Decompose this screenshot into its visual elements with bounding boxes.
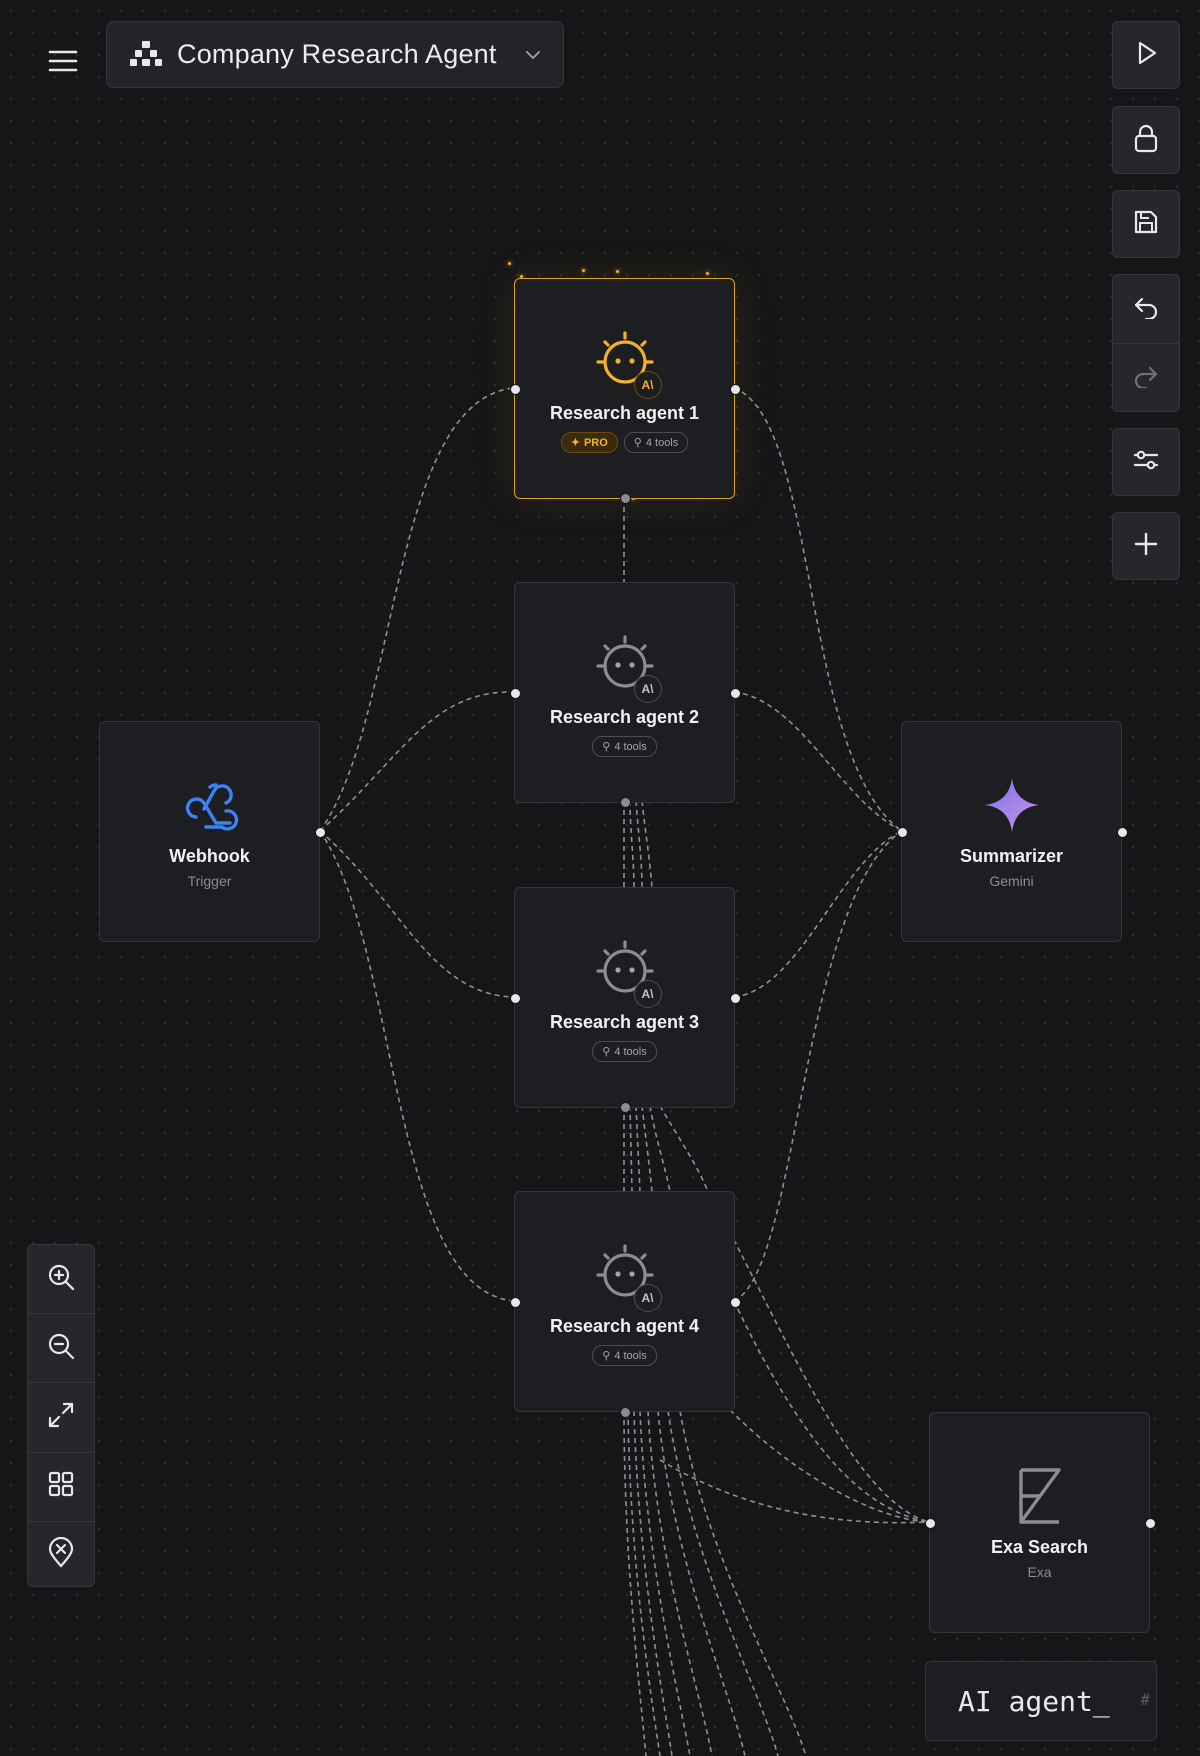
node-summarizer[interactable]: Summarizer Gemini: [901, 721, 1122, 942]
wrench-icon: ⚲: [602, 1046, 611, 1058]
grid-icon: [46, 1469, 76, 1504]
expand-icon: [46, 1400, 76, 1435]
plus-icon: [1133, 531, 1159, 562]
edge-webhook-agent1: [319, 387, 515, 832]
gemini-icon: [979, 772, 1045, 838]
port[interactable]: [510, 993, 521, 1004]
node-sublabel: Gemini: [989, 873, 1034, 889]
port[interactable]: [730, 384, 741, 395]
edge-agent4-summarizer: [733, 830, 903, 1302]
tools-badge: ⚲4 tools: [623, 432, 689, 453]
sparkle-icon: ✦: [570, 437, 580, 449]
redo-button[interactable]: [1113, 343, 1179, 412]
edge-agent3-summarizer: [733, 830, 903, 998]
play-icon: [1132, 39, 1160, 72]
port[interactable]: [620, 493, 631, 504]
node-exa-search[interactable]: Exa Search Exa: [929, 1412, 1150, 1633]
port[interactable]: [730, 1297, 741, 1308]
node-label: Webhook: [169, 846, 250, 866]
port[interactable]: [1145, 1518, 1156, 1529]
port[interactable]: [620, 1102, 631, 1113]
pro-badge: ✦PRO: [560, 432, 618, 453]
history-controls: [1112, 274, 1180, 412]
port[interactable]: [730, 688, 741, 699]
lock-button[interactable]: [1112, 106, 1180, 174]
undo-button[interactable]: [1113, 275, 1179, 343]
ai-agent-chip[interactable]: AI agent_ #: [925, 1661, 1157, 1741]
wrench-icon: ⚲: [602, 1350, 611, 1362]
exa-logo-icon: [1007, 1463, 1073, 1529]
node-label: Research agent 4: [549, 1316, 700, 1336]
add-node-button[interactable]: [1112, 512, 1180, 580]
node-research-agent-1[interactable]: A\ Research agent 1 ✦PRO ⚲4 tools: [514, 278, 735, 499]
node-research-agent-3[interactable]: A\ Research agent 3 ⚲4 tools: [514, 887, 735, 1108]
port[interactable]: [510, 384, 521, 395]
auto-layout-button[interactable]: [28, 1451, 94, 1521]
workflow-title: Company Research Agent: [177, 39, 497, 69]
node-label: Research agent 2: [549, 707, 700, 727]
node-research-agent-4[interactable]: A\ Research agent 4 ⚲4 tools: [514, 1191, 735, 1412]
node-sublabel: Trigger: [187, 873, 232, 889]
node-research-agent-2[interactable]: A\ Research agent 2 ⚲4 tools: [514, 582, 735, 803]
wrench-icon: ⚲: [602, 741, 611, 753]
port[interactable]: [730, 993, 741, 1004]
zoom-controls: [27, 1244, 95, 1587]
anthropic-badge: A\: [633, 675, 662, 703]
edge-webhook-agent2: [319, 691, 515, 832]
port[interactable]: [620, 1407, 631, 1418]
tools-badge: ⚲4 tools: [592, 736, 657, 757]
ai-agent-text: AI agent_: [958, 1684, 1110, 1718]
node-label: Exa Search: [990, 1537, 1089, 1557]
edge-webhook-agent4: [319, 830, 515, 1302]
port[interactable]: [510, 688, 521, 699]
save-button[interactable]: [1112, 190, 1180, 258]
robot-icon: A\: [592, 938, 662, 1008]
node-label: Research agent 1: [549, 403, 700, 423]
port[interactable]: [510, 1297, 521, 1308]
run-button[interactable]: [1112, 21, 1180, 89]
robot-icon: A\: [592, 329, 662, 399]
node-sublabel: Exa: [1027, 1564, 1052, 1580]
zoom-in-button[interactable]: [28, 1245, 94, 1313]
edge-agent1-summarizer: [733, 387, 903, 832]
sliders-icon: [1132, 447, 1160, 478]
zoom-in-icon: [46, 1262, 76, 1297]
undo-icon: [1132, 295, 1160, 324]
tools-badge: ⚲4 tools: [592, 1345, 657, 1366]
node-label: Research agent 3: [549, 1012, 700, 1032]
clear-pins-button[interactable]: [28, 1520, 94, 1590]
webhook-icon: [177, 772, 243, 838]
port[interactable]: [315, 827, 326, 838]
port[interactable]: [1117, 827, 1128, 838]
port[interactable]: [620, 797, 631, 808]
map-pin-x-icon: [46, 1537, 76, 1574]
zoom-out-icon: [46, 1331, 76, 1366]
edge-agent2-summarizer: [733, 691, 903, 832]
anthropic-badge: A\: [633, 371, 662, 399]
anthropic-badge: A\: [633, 980, 662, 1008]
node-label: Summarizer: [959, 846, 1064, 866]
zoom-out-button[interactable]: [28, 1313, 94, 1382]
workflow-icon: [129, 40, 163, 70]
node-webhook[interactable]: Webhook Trigger: [99, 721, 320, 942]
chevron-down-icon: [525, 50, 541, 60]
settings-button[interactable]: [1112, 428, 1180, 496]
robot-icon: A\: [592, 633, 662, 703]
port[interactable]: [925, 1518, 936, 1529]
robot-icon: A\: [592, 1242, 662, 1312]
anthropic-badge: A\: [633, 1284, 662, 1312]
menu-button[interactable]: [40, 40, 86, 86]
hamburger-icon: [48, 49, 78, 78]
wrench-icon: ⚲: [633, 437, 642, 449]
tools-badge: ⚲4 tools: [592, 1041, 657, 1062]
workflow-selector[interactable]: Company Research Agent: [106, 21, 564, 88]
port[interactable]: [897, 827, 908, 838]
edge-webhook-agent3: [319, 830, 515, 998]
lock-icon: [1132, 123, 1160, 158]
hash-icon: #: [1140, 1690, 1150, 1709]
fit-view-button[interactable]: [28, 1382, 94, 1451]
redo-icon: [1132, 364, 1160, 393]
save-icon: [1132, 208, 1160, 241]
